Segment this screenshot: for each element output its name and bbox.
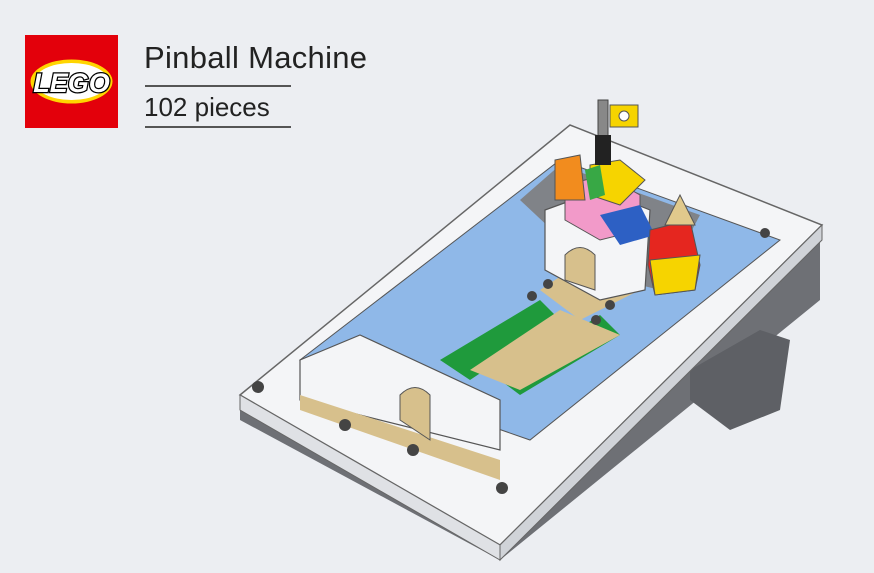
divider [145,126,291,128]
divider [145,85,291,87]
back-arch [544,154,655,301]
tower [595,99,701,296]
set-title: Pinball Machine [144,40,368,75]
lego-logo: LEGO [25,35,118,128]
piece-count: 102 pieces [144,92,270,122]
studs [252,228,770,494]
front-arch [299,334,501,480]
svg-text:LEGO: LEGO [33,68,110,98]
